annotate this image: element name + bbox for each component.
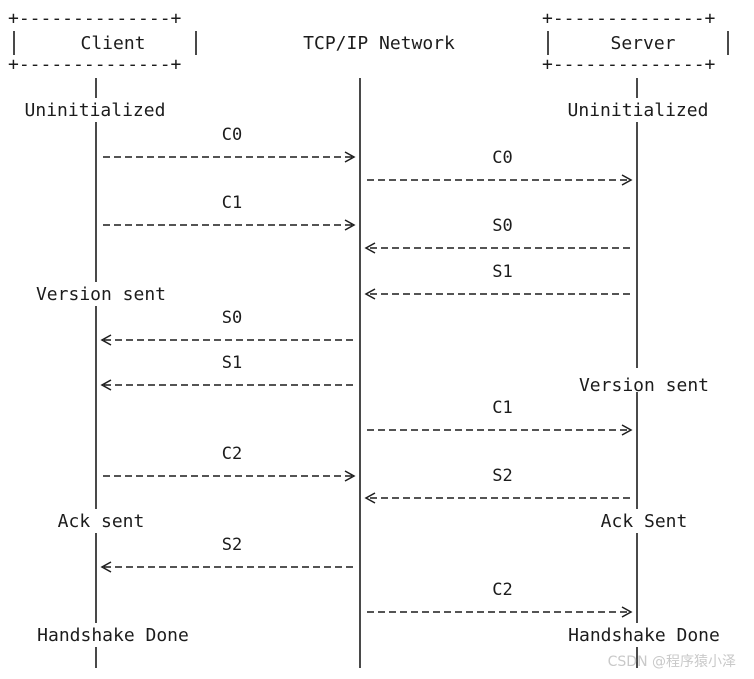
message-9: C2 (103, 444, 356, 482)
message-arrow-head (344, 470, 356, 482)
server-state-done: Handshake Done (568, 625, 720, 646)
server-box-bottom-border: +--------------+ (542, 54, 716, 75)
message-arrow-head (100, 379, 112, 391)
message-12: C2 (367, 580, 633, 618)
message-arrow-head (100, 561, 112, 573)
message-arrow-head (364, 492, 376, 504)
message-label: C1 (222, 193, 242, 213)
client-box-label: Client (80, 33, 145, 54)
client-state-ack: Ack sent (58, 511, 145, 532)
message-arrow-head (100, 334, 112, 346)
message-arrow-head (344, 219, 356, 231)
message-6: S0 (100, 308, 353, 346)
message-label: S1 (222, 353, 242, 373)
message-label: C0 (222, 125, 242, 145)
message-label: C1 (492, 398, 512, 418)
client-box-top-border: +--------------+ (8, 8, 182, 29)
message-11: S2 (100, 535, 353, 573)
server-box-top-border: +--------------+ (542, 8, 716, 29)
server-box-label: Server (610, 33, 675, 54)
message-5: S1 (364, 262, 630, 300)
client-box: +--------------+ +--------------+ Client (8, 8, 197, 75)
message-label: C0 (492, 148, 512, 168)
message-3: C1 (103, 193, 356, 231)
message-arrow-head (364, 288, 376, 300)
message-4: S0 (364, 216, 630, 254)
client-state-uninit: Uninitialized (25, 100, 166, 121)
server-state-ack: Ack Sent (601, 511, 688, 532)
message-label: S0 (222, 308, 242, 328)
watermark: CSDN @程序猿小泽 (607, 654, 736, 670)
network-label: TCP/IP Network (303, 33, 455, 54)
message-1: C0 (103, 125, 356, 163)
message-arrow-head (621, 424, 633, 436)
message-7: S1 (100, 353, 353, 391)
message-label: C2 (222, 444, 242, 464)
message-label: S0 (492, 216, 512, 236)
message-label: S2 (492, 466, 512, 486)
client-state-done: Handshake Done (37, 625, 189, 646)
message-2: C0 (367, 148, 633, 186)
lifelines (95, 78, 638, 668)
message-label: S1 (492, 262, 512, 282)
client-state-version: Version sent (36, 284, 166, 305)
server-box: +--------------+ +--------------+ Server (542, 8, 729, 75)
message-8: C1 (367, 398, 633, 436)
message-arrow-head (621, 606, 633, 618)
message-arrow-head (364, 242, 376, 254)
message-label: S2 (222, 535, 242, 555)
server-state-uninit: Uninitialized (568, 100, 709, 121)
message-10: S2 (364, 466, 630, 504)
message-arrow-head (344, 151, 356, 163)
client-box-bottom-border: +--------------+ (8, 54, 182, 75)
message-label: C2 (492, 580, 512, 600)
message-arrow-head (621, 174, 633, 186)
server-state-version: Version sent (579, 375, 709, 396)
